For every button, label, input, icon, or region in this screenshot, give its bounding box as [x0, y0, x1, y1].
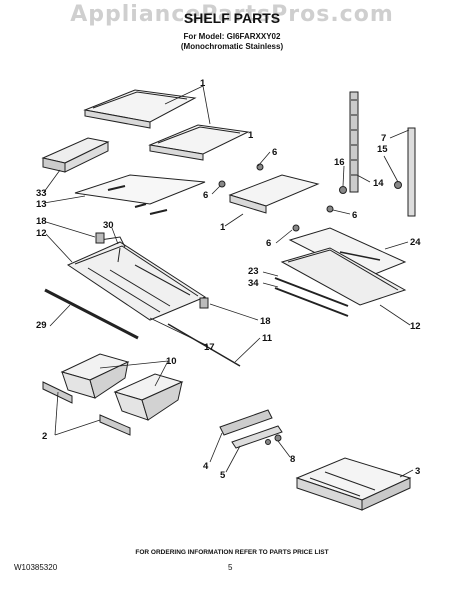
callout-13: 13 [36, 199, 47, 210]
shelf-6 [218, 163, 334, 232]
glass-panel-13 [74, 174, 206, 215]
callout-7: 7 [381, 133, 386, 144]
shelf-frame-12-left [66, 236, 207, 321]
callout-6-d: 6 [266, 238, 271, 249]
drawer-fronts-2 [42, 381, 131, 436]
watermark: AppliancePartsPros.com [70, 2, 394, 27]
rod-11 [167, 323, 241, 367]
callout-17: 17 [204, 342, 215, 353]
crisper-drawer-10a [60, 353, 130, 399]
callout-12-a: 12 [36, 228, 47, 239]
callout-2: 2 [42, 431, 47, 442]
callout-18-a: 18 [36, 216, 47, 227]
rail-29 [44, 288, 139, 340]
callout-15: 15 [377, 144, 388, 155]
callout-5: 5 [220, 470, 226, 481]
callout-30: 30 [103, 220, 114, 231]
document-number: W10385320 [14, 563, 58, 572]
callout-6-c: 6 [352, 210, 357, 221]
callout-8: 8 [290, 454, 295, 465]
leader-lines [43, 85, 414, 478]
crisper-drawer-10b [113, 373, 184, 421]
shelf-frame-12-right [280, 247, 407, 306]
callout-18-b: 18 [260, 316, 271, 327]
callout-6-b: 6 [203, 190, 208, 201]
ordering-note: FOR ORDERING INFORMATION REFER TO PARTS … [135, 549, 329, 556]
callout-3: 3 [415, 466, 420, 477]
brackets-4-5-8 [219, 409, 283, 449]
callout-1-mid: 1 [220, 222, 226, 233]
callout-12-b: 12 [410, 321, 421, 332]
callout-4: 4 [203, 461, 209, 472]
finish-line: (Monochromatic Stainless) [180, 42, 284, 51]
clip-18 [95, 232, 209, 309]
callout-1-top: 1 [200, 78, 206, 89]
model-line: For Model: GI6FARXXY02 [183, 32, 281, 41]
page-number: 5 [228, 563, 233, 572]
rails-23-34 [274, 277, 349, 317]
glass-shelf-upper-1 [83, 89, 250, 161]
deli-pan-3 [295, 457, 412, 511]
callout-10: 10 [166, 356, 177, 367]
callout-11: 11 [262, 333, 273, 344]
small-bin-33 [41, 137, 110, 173]
callout-29: 29 [36, 320, 47, 331]
callout-23: 23 [248, 266, 259, 277]
vertical-rack [339, 91, 416, 217]
callout-6-a: 6 [272, 147, 277, 158]
callout-14: 14 [373, 178, 384, 189]
callout-numbers: 1 1 6 6 6 6 33 13 18 30 12 16 15 7 14 24… [36, 78, 421, 481]
diagram-title: SHELF PARTS [183, 10, 281, 26]
callout-34: 34 [248, 278, 259, 289]
callout-33: 33 [36, 188, 47, 199]
callout-1-upper: 1 [248, 130, 254, 141]
callout-16: 16 [334, 157, 345, 168]
callout-24: 24 [410, 237, 421, 248]
